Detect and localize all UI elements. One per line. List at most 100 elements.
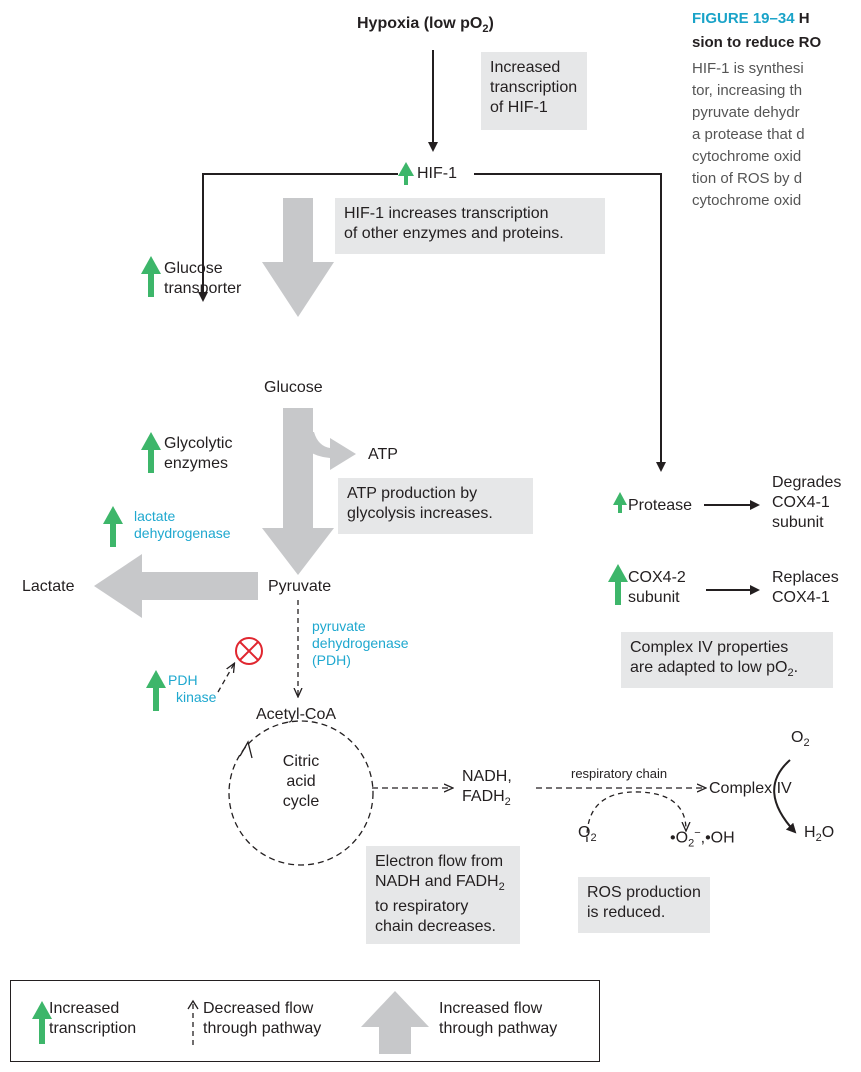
figure-title-start: H [798, 10, 810, 27]
caption-line: tion of ROS by d [692, 170, 803, 187]
electron-flow-note: Electron flow from NADH and FADH2 to res… [366, 846, 520, 944]
label-line: PDH [168, 672, 198, 688]
label-line: dehydrogenase [312, 635, 409, 651]
label-line: lactate [134, 508, 176, 524]
glucose-uptake-thick-arrow [262, 198, 334, 317]
note-line: HIF-1 increases transcription [344, 205, 549, 222]
figure-title: FIGURE 19–34 H [692, 8, 810, 30]
caption-line: pyruvate dehydr [692, 104, 800, 121]
o2-text: O [791, 729, 804, 746]
legend-dashed-arrow-icon [187, 999, 199, 1045]
o2-text: O [578, 824, 591, 841]
label-line: Glucose [164, 260, 223, 277]
caption-line: tor, increasing th [692, 82, 803, 99]
note-line: ROS production [587, 884, 701, 901]
label-line: (PDH) [312, 652, 351, 668]
label-line: COX4-2 [628, 569, 686, 586]
pdh-kinase-label: PDH kinase [168, 672, 216, 706]
complex-iv-label: Complex IV [709, 780, 792, 797]
respiratory-chain-label: respiratory chain [571, 766, 668, 781]
h2o-label: H2O [804, 823, 834, 848]
label-line: enzymes [164, 455, 229, 472]
fadh-sub: 2 [504, 796, 511, 809]
note-line: is reduced. [587, 904, 666, 921]
fadh-text: FADH [462, 788, 505, 805]
note-line: Complex IV properties [630, 639, 789, 656]
glycolysis-thick-arrow [262, 408, 356, 575]
note-line: to respiratory [375, 898, 469, 916]
increased-hif1-note: Increased transcription of HIF-1 [481, 52, 587, 130]
pdh-kinase-green-arrow [146, 670, 166, 711]
label-line: COX4-1 [772, 494, 830, 511]
o2-top-label: O2 [791, 728, 810, 753]
o2-to-h2o-curve [773, 759, 797, 834]
label-line: transporter [164, 280, 242, 297]
legend-line: through pathway [203, 1020, 322, 1037]
note-sub: 2 [787, 667, 794, 680]
label-line: dehydrogenase [134, 525, 231, 541]
legend-line: through pathway [439, 1020, 558, 1037]
ros-species-label: •O2−,•OH [670, 827, 735, 850]
pyruvate-label: Pyruvate [268, 578, 332, 595]
hif1-label: HIF-1 [417, 165, 457, 182]
note-end: . [793, 659, 799, 676]
note-text: are adapted to low pO [630, 659, 788, 676]
o-text: O [821, 824, 835, 841]
hypoxia-sub: 2 [482, 23, 489, 36]
legend-line: transcription [49, 1020, 137, 1037]
hif1-increases-note: HIF-1 increases transcription of other e… [335, 198, 605, 254]
label-line: COX4-1 [772, 589, 830, 606]
hypoxia-close: ) [488, 15, 494, 32]
hif1-to-glucose-transporter-arrow [198, 173, 398, 302]
label-line: Replaces [772, 569, 839, 586]
acetyl-coa-label: Acetyl-CoA [256, 706, 337, 723]
h2o-sub: 2 [815, 832, 822, 845]
ldh-green-arrow [103, 506, 123, 547]
protease-green-arrow [613, 492, 627, 513]
citric-acid-cycle-circle [228, 720, 374, 866]
lactate-thick-arrow [94, 554, 258, 618]
label-line: cycle [282, 793, 320, 810]
hif1-to-protease-arrow [474, 173, 666, 472]
glucose-transporter-label: Glucose transporter [164, 259, 241, 299]
label-line: Degrades [772, 474, 842, 491]
note-line: are adapted to low pO2. [630, 658, 824, 683]
citric-acid-cycle-label: Citric acid cycle [272, 752, 330, 812]
nadh-fadh2-label: NADH, FADH2 [462, 767, 512, 812]
note-line: of HIF-1 [490, 99, 548, 116]
atp-label: ATP [368, 446, 398, 463]
note-line: transcription [490, 79, 578, 96]
note-line: ATP production by [347, 485, 478, 502]
glucose-transporter-green-arrow [141, 256, 161, 297]
label-line: NADH, [462, 768, 512, 785]
legend-symbols [32, 991, 429, 1054]
note-line: NADH and FADH2 [375, 872, 511, 897]
pdh-label: pyruvate dehydrogenase (PDH) [312, 618, 409, 669]
note-line: Electron flow from [375, 853, 504, 870]
label-line: pyruvate [312, 618, 366, 634]
label-line: kinase [176, 689, 217, 705]
note-sub: 2 [498, 881, 505, 894]
pdh-kinase-dashed-arrow [217, 664, 234, 693]
label-line: acid [286, 773, 316, 790]
label-line: FADH2 [462, 787, 512, 812]
cox42-label: COX4-2 subunit [628, 568, 686, 608]
label-line: Citric [282, 753, 320, 770]
protease-label: Protease [628, 497, 693, 514]
replaces-label: Replaces COX4-1 [772, 568, 839, 608]
ros-oh: OH [710, 829, 735, 847]
legend: Increased transcription Decreased flow t… [10, 980, 600, 1062]
note-text: NADH and FADH [375, 873, 499, 890]
ros-branch-dashed [586, 791, 686, 843]
legend-increased-flow: Increased flow through pathway [439, 999, 557, 1039]
caption-line: cytochrome oxid [692, 192, 802, 209]
caption-line: cytochrome oxid [692, 148, 802, 165]
figure-title-line2: sion to reduce RO [692, 34, 822, 51]
glycolytic-enzymes-label: Glycolytic enzymes [164, 434, 232, 474]
o2-sub: 2 [803, 737, 810, 750]
o2-left-label: O2 [578, 823, 597, 848]
glucose-label: Glucose [264, 379, 323, 396]
legend-line: Increased flow [439, 1000, 543, 1017]
ros-o: O [675, 829, 689, 847]
